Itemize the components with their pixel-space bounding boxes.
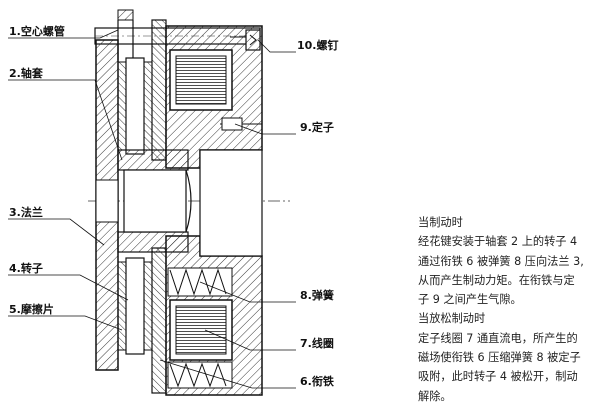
description-line: 通过衔铁 6 被弹簧 8 压向法兰 3,: [418, 254, 584, 268]
leader-5: [8, 315, 123, 331]
description-line: 解除。: [418, 389, 452, 403]
description-line: 经花键安装于轴套 2 上的转子 4: [418, 235, 578, 249]
description-line: 当放松制动时: [418, 312, 486, 326]
flange: [95, 39, 119, 371]
label-screw: 10.螺钉: [297, 38, 339, 52]
leader-9: [234, 123, 296, 135]
description-line: 定子线圈 7 通直流电，所产生的: [418, 331, 578, 345]
description-line: 吸附，此时转子 4 被松开，制动: [418, 370, 578, 384]
label-rotor: 4.转子: [9, 261, 43, 275]
operation-description: 当制动时 经花键安装于轴套 2 上的转子 4 通过衔铁 6 被弹簧 8 压向法兰…: [418, 213, 598, 406]
leader-8: [199, 281, 296, 303]
leader-2: [8, 79, 123, 161]
armature: [151, 19, 167, 394]
leader-10: [257, 39, 296, 53]
leader-4: [8, 274, 129, 301]
description-line: 从而产生制动力矩。在衔铁与定: [418, 273, 575, 287]
description-line: 磁场使衔铁 6 压缩弹簧 8 被定子: [418, 351, 581, 365]
description-line: 当制动时: [418, 216, 463, 229]
coil: [169, 49, 233, 361]
label-coil: 7.线圈: [300, 336, 334, 350]
leader-1: [8, 29, 119, 39]
spring: [167, 267, 233, 389]
label-shaft-sleeve: 2.轴套: [9, 66, 44, 80]
label-friction-plate: 5.摩擦片: [9, 302, 54, 316]
leader-lines: [8, 29, 296, 389]
leader-3: [8, 218, 105, 246]
label-armature: 6.衔铁: [300, 374, 334, 388]
description-line: 子 9 之间产生气隙。: [418, 293, 522, 307]
label-stator: 9.定子: [300, 120, 334, 134]
label-hollow-screw-tube: 1.空心螺管: [9, 24, 65, 38]
label-spring: 8.弹簧: [300, 288, 334, 302]
leader-7: [204, 329, 296, 351]
label-flange: 3.法兰: [9, 205, 43, 219]
leader-6: [159, 359, 296, 389]
